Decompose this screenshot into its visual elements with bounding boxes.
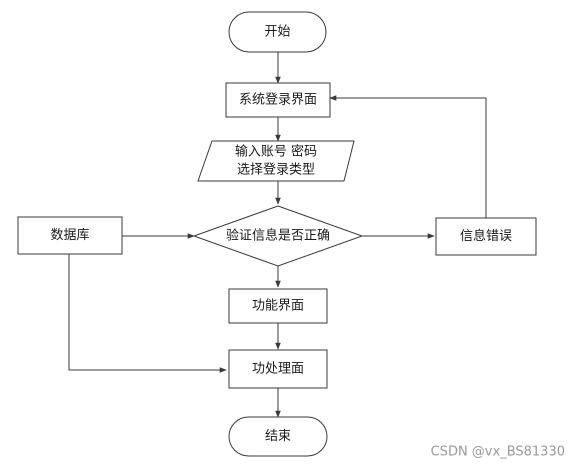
login-screen-label: 系统登录界面 <box>239 93 317 108</box>
processing-label: 功处理面 <box>252 362 304 377</box>
input-parallelogram <box>197 140 355 182</box>
error-box <box>435 217 537 256</box>
login-screen-box <box>225 82 331 118</box>
verify-label: 验证信息是否正确 <box>226 228 330 244</box>
database-label: 数据库 <box>50 227 89 243</box>
watermark: CSDN @vx_BS81330 <box>431 445 565 460</box>
input-label-line2: 选择登录类型 <box>237 163 315 178</box>
error-label: 信息错误 <box>460 228 512 244</box>
start-label: 开始 <box>264 25 290 40</box>
verify-diamond <box>192 205 364 267</box>
end-label: 结束 <box>265 429 291 444</box>
input-label-line1: 输入账号 密码 <box>235 144 317 160</box>
edge-error-to-login <box>329 95 487 218</box>
database-box <box>17 216 123 255</box>
end-terminal <box>228 416 328 457</box>
function-screen-box <box>228 288 328 324</box>
function-screen-label: 功能界面 <box>252 299 304 314</box>
start-terminal <box>228 11 327 53</box>
edge-database-to-processing <box>68 254 227 373</box>
processing-box <box>228 349 328 389</box>
